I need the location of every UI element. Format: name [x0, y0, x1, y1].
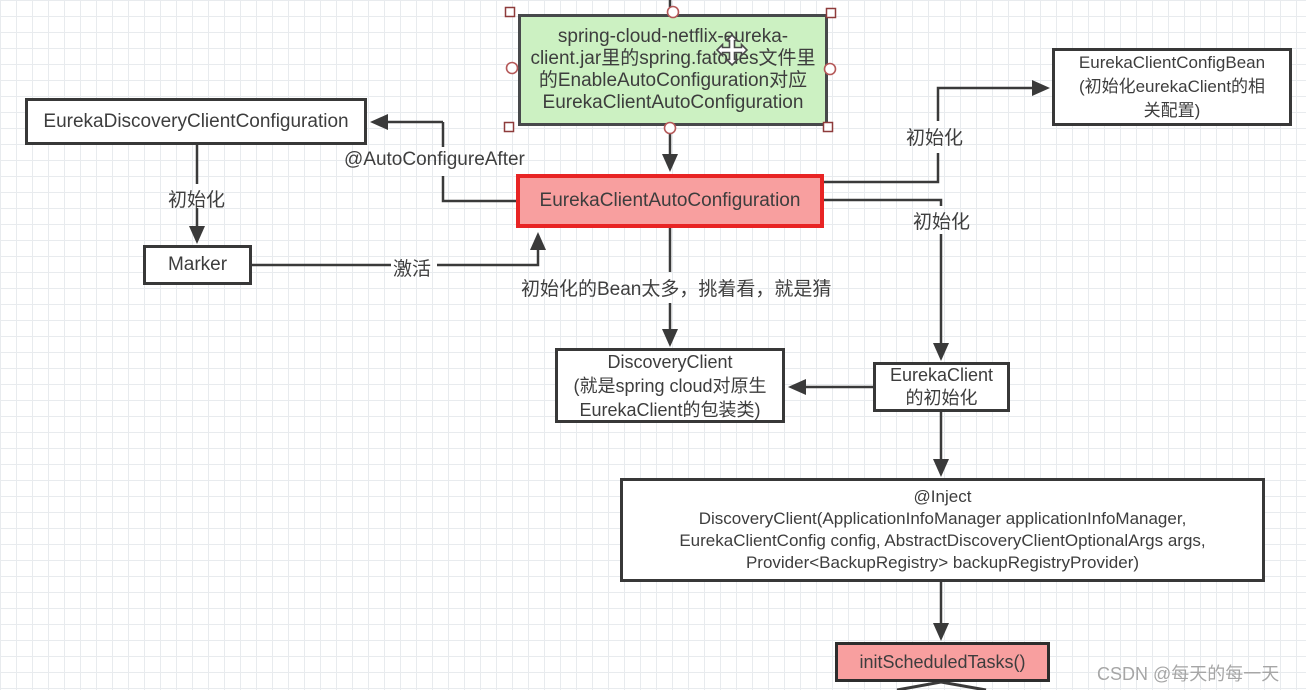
edge-label-init-left[interactable]: 初始化 [168, 190, 226, 211]
node-eureka-client-auto-configuration[interactable]: EurekaClientAutoConfiguration [516, 174, 824, 228]
node-eureka-client-init[interactable]: EurekaClient 的初始化 [873, 362, 1010, 412]
edge-eureka-client-to-discovery-client[interactable] [788, 379, 873, 395]
edge-red-to-config-bean[interactable] [824, 80, 1050, 184]
edge-init-tasks-diamond-top[interactable] [896, 680, 987, 690]
node-init-scheduled-tasks[interactable]: initScheduledTasks() [835, 642, 1050, 682]
edge-red-to-discovery-config[interactable] [370, 114, 516, 203]
edge-marker-to-red[interactable] [252, 232, 546, 267]
csdn-watermark: CSDN @每天的每一天 [1097, 664, 1280, 684]
edge-red-to-discovery-client[interactable] [662, 228, 678, 347]
edge-green-to-red[interactable] [662, 132, 678, 172]
node-eureka-discovery-client-configuration[interactable]: EurekaDiscoveryClientConfiguration [25, 98, 367, 145]
node-discovery-client[interactable]: DiscoveryClient (就是spring cloud对原生 Eurek… [555, 348, 785, 423]
edge-red-to-eureka-client[interactable] [824, 198, 949, 361]
edge-eureka-client-to-inject[interactable] [933, 412, 949, 477]
edge-label-init-mid-right[interactable]: 初始化 [913, 212, 971, 233]
edge-label-init-top-right[interactable]: 初始化 [906, 128, 964, 149]
node-inject-constructor[interactable]: @Inject DiscoveryClient(ApplicationInfoM… [620, 478, 1265, 582]
node-spring-factories[interactable]: spring-cloud-netflix-eureka- client.jar里… [518, 14, 828, 126]
edge-label-autoconfigure-after[interactable]: @AutoConfigureAfter [344, 149, 525, 170]
node-marker[interactable]: Marker [143, 245, 252, 285]
edge-discovery-config-to-marker[interactable] [189, 145, 205, 244]
node-eureka-client-config-bean[interactable]: EurekaClientConfigBean (初始化eurekaClient的… [1052, 48, 1292, 126]
edge-label-bean-note[interactable]: 初始化的Bean太多，挑着看，就是猜 [521, 279, 832, 300]
edge-label-activate[interactable]: 激活 [393, 259, 432, 280]
edge-inject-to-init-tasks[interactable] [933, 582, 949, 641]
